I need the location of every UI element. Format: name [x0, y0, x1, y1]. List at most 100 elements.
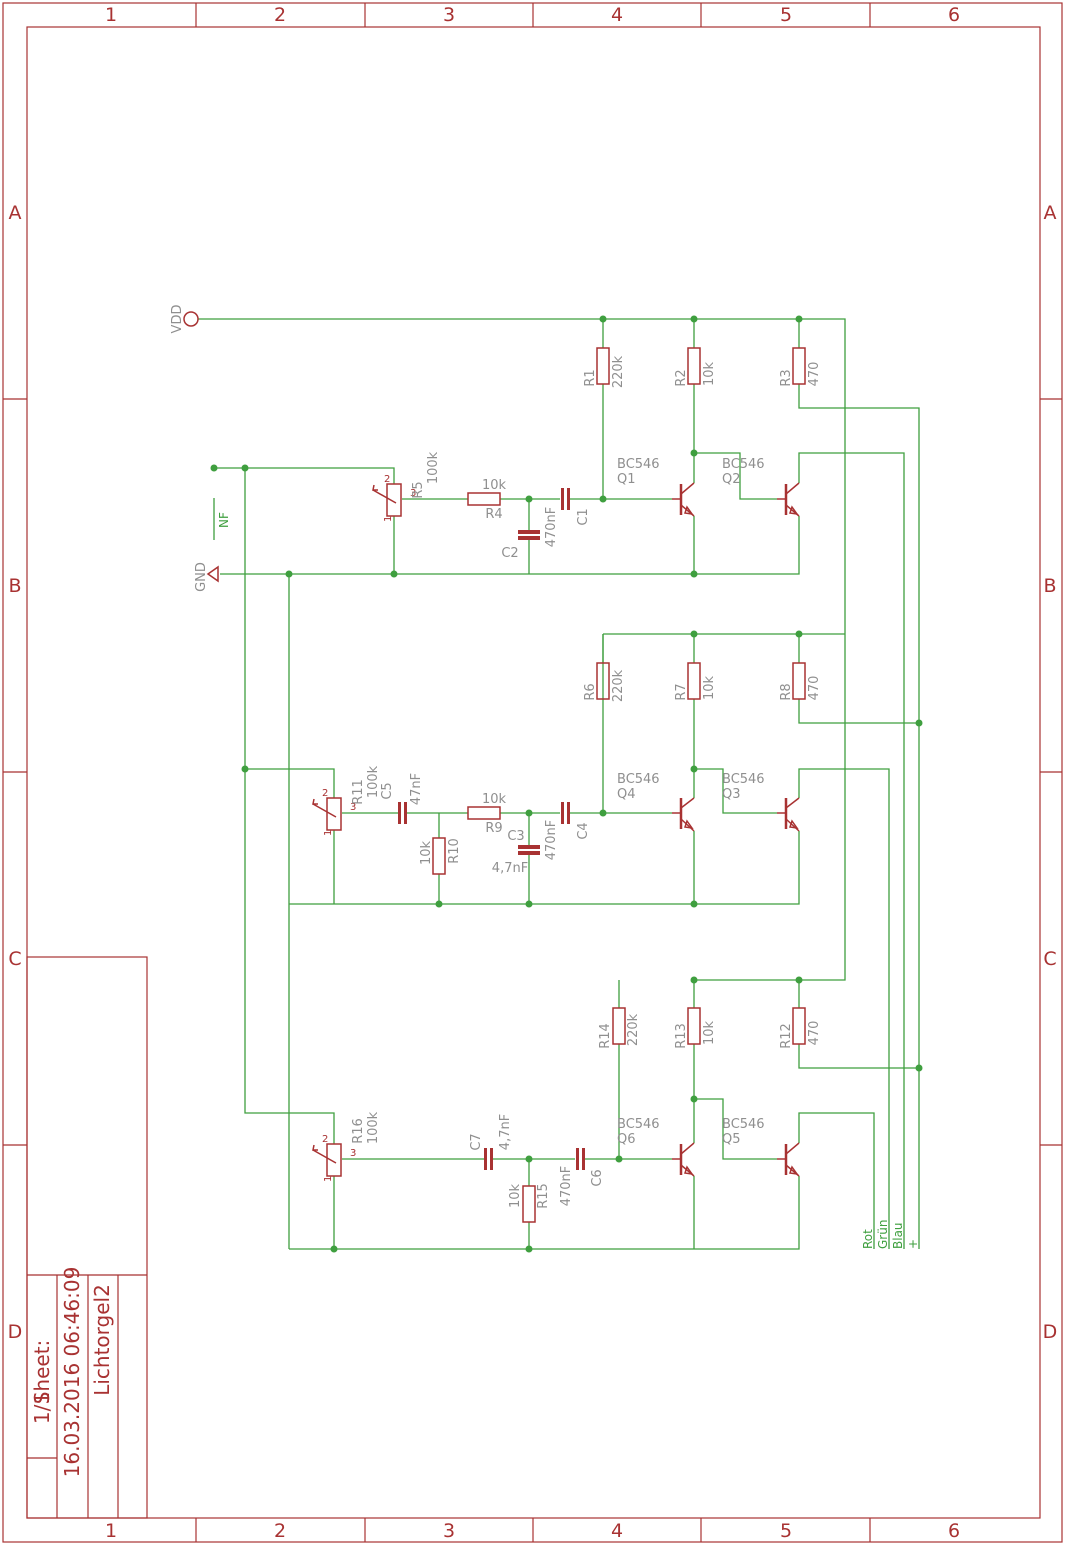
r11-value: 100k [366, 765, 381, 798]
nf-label: NF [217, 512, 231, 528]
r5-name: R5 [411, 481, 426, 498]
transistor-q5: BC546 Q5 [722, 1117, 800, 1177]
r16-name: R16 [351, 1118, 366, 1144]
q6-type: BC546 [617, 1117, 660, 1132]
r14-value: 220k [626, 1013, 641, 1046]
row-label-d-right: D [1043, 1321, 1058, 1343]
transistor-q6: BC546 Q6 [617, 1117, 695, 1177]
r2-value: 10k [702, 361, 717, 386]
drawing-name: Lichtorgel2 [90, 1284, 114, 1396]
r14-name: R14 [598, 1023, 613, 1049]
c7-value: 4,7nF [498, 1114, 513, 1150]
r10-value: 10k [419, 840, 434, 865]
q2-name: Q2 [722, 472, 741, 487]
r13-name: R13 [674, 1023, 689, 1049]
r2-name: R2 [674, 369, 689, 386]
svg-text:1: 1 [323, 830, 334, 836]
row-label-b-right: B [1043, 575, 1056, 597]
svg-text:2: 2 [322, 788, 328, 799]
transistor-q2: BC546 Q2 [722, 457, 800, 517]
column-label-1: 1 [105, 4, 117, 26]
q5-type: BC546 [722, 1117, 765, 1132]
sheet-label: Sheet: [30, 1340, 54, 1405]
column-label-3: 3 [443, 4, 455, 26]
column-label-2-bottom: 2 [274, 1520, 286, 1542]
date-stamp: 16.03.2016 06:46:09 [60, 1267, 84, 1478]
transistor-q3: BC546 Q3 [722, 772, 800, 832]
capacitor-c2: C2 470nF [501, 507, 559, 561]
resistor-r10: 10k R10 [419, 837, 462, 875]
r3-value: 470 [807, 362, 822, 387]
nf-input-label: NF [213, 498, 231, 540]
column-label-4-bottom: 4 [611, 1520, 623, 1542]
transistor-q4: BC546 Q4 [617, 772, 695, 832]
r4-value: 10k [482, 478, 507, 493]
column-label-1-bottom: 1 [105, 1520, 117, 1542]
potentiometer-r11: 2 3 1 R11 100k [312, 765, 381, 836]
resistor-r8: R8 470 [779, 662, 822, 701]
svg-text:1: 1 [383, 516, 394, 522]
c3-value: 4,7nF [492, 861, 528, 876]
capacitor-c3: C3 4,7nF [492, 829, 540, 876]
title-block: Sheet: 1/1 16.03.2016 06:46:09 Lichtorge… [26, 956, 148, 1519]
row-label-c-right: C [1043, 948, 1056, 970]
transistor-q1: BC546 Q1 [617, 457, 695, 517]
r13-value: 10k [702, 1020, 717, 1045]
r4-name: R4 [485, 507, 502, 522]
r5-value: 100k [426, 451, 441, 484]
c6-value: 470nF [559, 1166, 574, 1207]
output-blue-label: Blau [891, 1222, 905, 1249]
svg-text:1: 1 [323, 1176, 334, 1182]
frame-row-labels: A B C D A B C D [8, 202, 1058, 1343]
frame-column-labels-top: 1 2 3 4 5 6 [105, 4, 960, 26]
column-label-6: 6 [948, 4, 960, 26]
output-red-label: Rot [861, 1229, 875, 1249]
c1-name: C1 [576, 508, 591, 525]
r6-name: R6 [583, 683, 598, 700]
r3-name: R3 [779, 369, 794, 386]
resistor-r7: R7 10k [674, 662, 717, 701]
column-label-6-bottom: 6 [948, 1520, 960, 1542]
q3-name: Q3 [722, 787, 741, 802]
junction-dots [210, 315, 923, 1253]
resistor-r13: R13 10k [674, 1007, 717, 1049]
capacitor-c5: C5 47nF [380, 773, 424, 824]
r15-name: R15 [536, 1183, 551, 1209]
c2-name: C2 [501, 546, 518, 561]
q4-name: Q4 [617, 787, 636, 802]
r10-name: R10 [447, 838, 462, 864]
r9-name: R9 [485, 821, 502, 836]
resistor-r3: R3 470 [779, 347, 822, 387]
potentiometer-r16: 2 3 1 R16 100k [312, 1111, 381, 1182]
gnd-label: GND [194, 562, 209, 592]
r11-name: R11 [351, 779, 366, 805]
capacitor-c1: C1 [561, 488, 591, 526]
row-label-b: B [8, 575, 21, 597]
sheet-value: 1/1 [30, 1392, 54, 1424]
resistor-r2: R2 10k [674, 347, 717, 387]
q6-name: Q6 [617, 1132, 636, 1147]
svg-text:2: 2 [384, 474, 390, 485]
c4-value: 470nF [544, 820, 559, 861]
r7-name: R7 [674, 683, 689, 700]
svg-text:3: 3 [350, 1148, 356, 1159]
r8-name: R8 [779, 683, 794, 700]
vdd-terminal: VDD [170, 305, 199, 333]
output-plus-label: + [906, 1239, 920, 1249]
column-label-2: 2 [274, 4, 286, 26]
c5-name: C5 [380, 782, 395, 799]
column-label-5: 5 [780, 4, 792, 26]
row-label-a-right: A [1044, 202, 1057, 224]
capacitor-c6: 470nF C6 [559, 1148, 605, 1206]
c7-name: C7 [469, 1133, 484, 1150]
r7-value: 10k [702, 675, 717, 700]
c2-value: 470nF [544, 507, 559, 548]
r16-value: 100k [366, 1111, 381, 1144]
wires [198, 318, 920, 1250]
column-label-4: 4 [611, 4, 623, 26]
c4-name: C4 [576, 822, 591, 839]
c5-value: 47nF [409, 773, 424, 805]
svg-text:2: 2 [322, 1134, 328, 1145]
